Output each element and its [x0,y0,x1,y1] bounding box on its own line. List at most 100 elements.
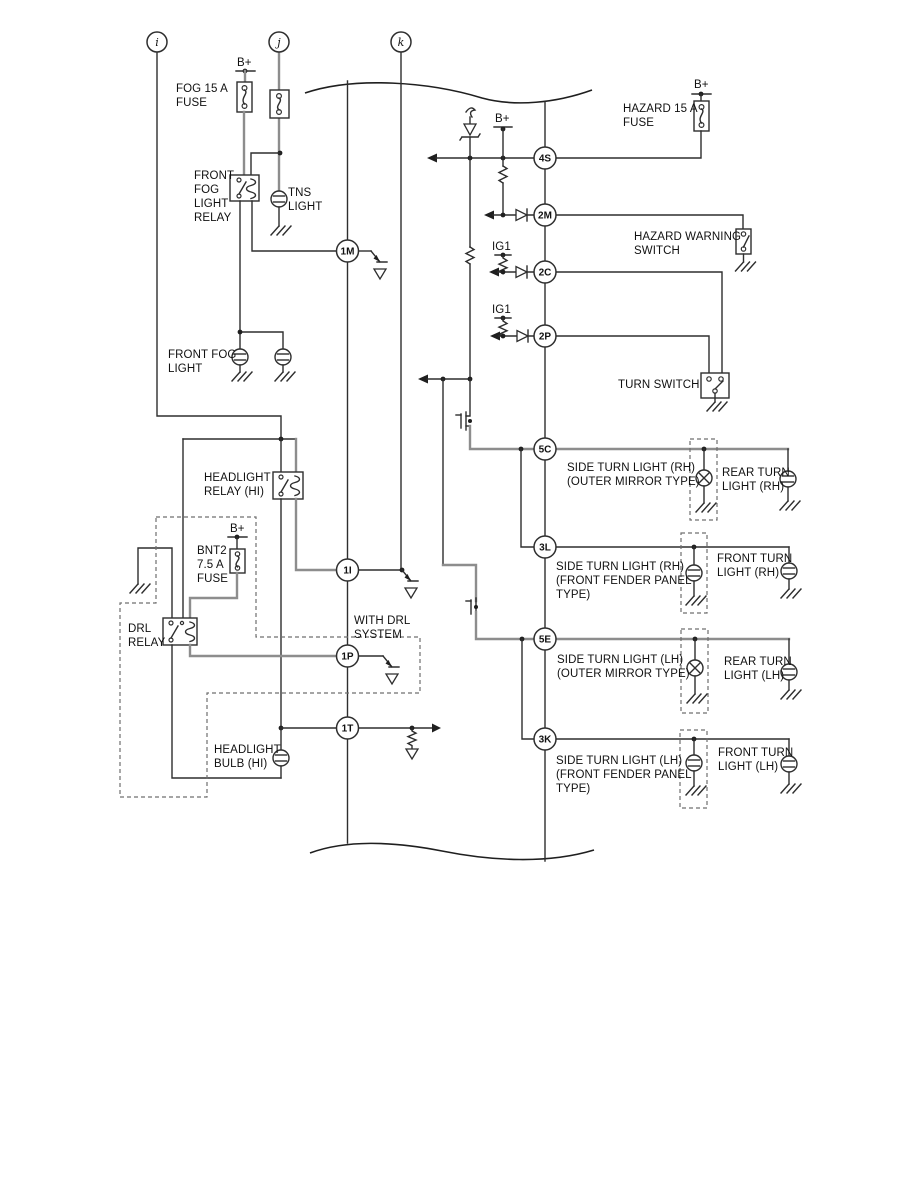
front-fog-relay-label-2: FOG [194,184,219,196]
ground-symbol [270,225,292,236]
drl-relay-label-1: DRL [128,623,152,635]
fog-fuse: B+ FOG 15 A FUSE [176,57,256,177]
connector-i: i [146,31,168,53]
node-3l: 3L [539,543,551,554]
row-1t: HEADLIGHT BULB (HI) [214,723,441,779]
bnt2-fuse-label-3: FUSE [197,573,228,585]
front-fog-relay-label-4: RELAY [194,212,232,224]
b-plus-label: B+ [495,113,510,125]
option-box [689,438,718,521]
row-2p: IG1 [490,304,710,374]
connector-nodes: 4S 2M 2C 2P 5C 3L 5E 3K 1M 1I 1P 1T [335,146,557,751]
side-turn-lh-fender-label-2: (FRONT FENDER PANEL [556,769,692,781]
node-2p: 2P [539,332,552,343]
row-4s-left: B+ [427,107,535,380]
hazard-fuse-label-2: FUSE [623,117,654,129]
circuit-breaker [269,89,290,119]
with-drl-label-1: WITH DRL [354,615,411,627]
row-5e-turn-lh: SIDE TURN LIGHT (LH) (OUTER MIRROR TYPE)… [554,628,802,714]
headlight-bulb-label-2: BULB (HI) [214,758,267,770]
turn-switch-label: TURN SWITCH [618,379,700,391]
front-turn-lh-label-2: LIGHT (LH) [718,761,778,773]
drl-relay: DRL RELAY [128,547,338,779]
transistor-rh-feed [455,378,536,548]
node-5e: 5E [539,635,552,646]
fog-fuse-label-2: FUSE [176,97,207,109]
headlight-relay: HEADLIGHT RELAY (HI) [182,436,338,729]
node-2m: 2M [538,211,552,222]
side-turn-rh-fender-label-1: SIDE TURN LIGHT (RH) [556,561,684,573]
option-box [680,532,708,614]
node-1m: 1M [341,247,355,258]
tns-light: TNS LIGHT [270,187,322,236]
side-turn-rh-fender-label-3: TYPE) [556,589,590,601]
rear-turn-lh-label-2: LIGHT (LH) [724,670,784,682]
connector-k-label: k [398,36,405,49]
front-fog-light-relay: FRONT FOG LIGHT RELAY [194,150,283,224]
headlight-relay-label-1: HEADLIGHT [204,472,271,484]
node-1i: 1I [343,566,352,577]
node-4s: 4S [539,154,552,165]
rear-turn-rh-label-2: LIGHT (RH) [722,481,784,493]
hazard-switch-label-1: HAZARD WARNING [634,231,741,243]
front-turn-lh-label-1: FRONT TURN [718,747,793,759]
harness-break-bottom [309,842,595,861]
hazard-switch-label-2: SWITCH [634,245,680,257]
headlight-relay-label-2: RELAY (HI) [204,486,264,498]
connector-k: k [390,31,412,53]
option-box [679,729,708,809]
row-3l-turn-rh: SIDE TURN LIGHT (RH) (FRONT FENDER PANEL… [555,532,802,614]
row-5c-turn-rh: SIDE TURN LIGHT (RH) (OUTER MIRROR TYPE)… [554,438,801,521]
node-2c: 2C [539,268,552,279]
node-3k: 3K [539,735,553,746]
side-turn-rh-mirror-label-1: SIDE TURN LIGHT (RH) [567,462,695,474]
tns-light-label-2: LIGHT [288,201,322,213]
bnt2-fuse-label-2: 7.5 A [197,559,224,571]
turn-switch: TURN SWITCH [618,372,730,412]
headlight-bulb-label-1: HEADLIGHT [214,744,281,756]
hazard-fuse-label-1: HAZARD 15 A [623,103,698,115]
with-drl-system-outline [119,516,421,798]
side-turn-lh-fender-label-3: TYPE) [556,783,590,795]
row-1m-right [358,250,388,281]
node-5c: 5C [539,445,552,456]
front-turn-rh-label-2: LIGHT (RH) [717,567,779,579]
side-turn-rh-fender-label-2: (FRONT FENDER PANEL [556,575,692,587]
rear-turn-lh-label-1: REAR TURN [724,656,792,668]
connector-j: j [268,31,290,53]
bnt2-fuse-label-1: BNT2 [197,545,227,557]
ig1-label: IG1 [492,241,511,253]
harness-break-top [304,81,593,104]
hazard-fuse: B+ HAZARD 15 A FUSE [555,79,712,159]
drl-relay-label-2: RELAY [128,637,166,649]
row-2c: IG1 [489,241,723,374]
ig1-label: IG1 [492,304,511,316]
transistor-lh-feed [441,378,536,740]
connector-j-label: j [274,36,281,49]
with-drl-label-2: SYSTEM [354,629,402,641]
connector-i-label: i [155,36,159,49]
fog-fuse-label-1: FOG 15 A [176,83,228,95]
node-1p: 1P [341,652,354,663]
distribution-row [418,374,473,384]
b-plus-label: B+ [694,79,709,91]
front-fog-lights: FRONT FOG LIGHT [168,200,337,382]
node-1t: 1T [342,724,354,735]
row-3k-turn-lh: SIDE TURN LIGHT (LH) (FRONT FENDER PANEL… [555,729,802,809]
row-2m-hazard-switch: HAZARD WARNING SWITCH [484,208,757,272]
b-plus-label: B+ [237,57,252,69]
front-turn-rh-label-1: FRONT TURN [717,553,792,565]
front-fog-relay-label-3: LIGHT [194,198,228,210]
side-turn-lh-mirror-label-2: (OUTER MIRROR TYPE) [557,668,690,680]
bnt2-fuse: B+ BNT2 7.5 A FUSE [188,523,248,620]
row-1i-right [358,567,419,600]
front-fog-light-label-1: FRONT FOG [168,349,236,361]
tns-light-label-1: TNS [288,187,312,199]
front-fog-light-label-2: LIGHT [168,363,202,375]
side-turn-rh-mirror-label-2: (OUTER MIRROR TYPE) [567,476,700,488]
side-turn-lh-mirror-label-1: SIDE TURN LIGHT (LH) [557,654,683,666]
b-plus-label: B+ [230,523,245,535]
row-1p-right [358,655,400,686]
